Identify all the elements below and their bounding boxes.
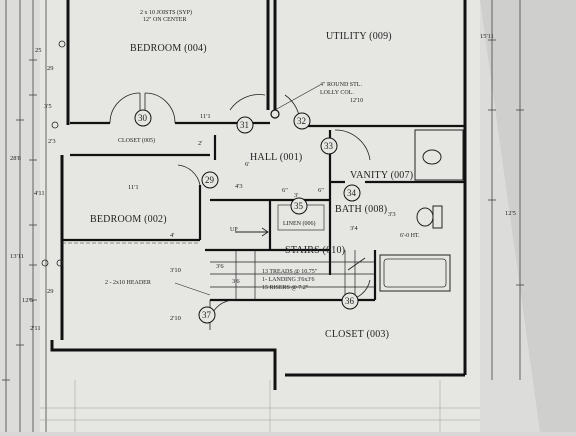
note-joists-2: 12" ON CENTER [143,17,186,23]
room-stairs-010: STAIRS (010) [285,245,345,256]
dim-3: 3' [294,192,298,199]
vanity-sink [422,149,442,165]
note-joists-1: 2 x 10 JOISTS (SYP) [140,9,192,16]
door-tags: 30 31 32 33 29 35 34 36 [134,109,361,324]
bathtub-basin [383,258,447,288]
dim-left-28-8: 28'8 [10,155,21,162]
dim-12-5: 12'5 [505,210,516,217]
door-tag-36-label: 36 [345,296,355,306]
dim-3-4: 3'4 [350,225,358,232]
toilet-tank [432,205,443,229]
note-stairs-risers: 15 RISERS @ 7.2" [262,285,309,291]
door-tag-29: 29 [201,171,219,189]
dim-2: 2' [198,140,202,147]
dim-left-3-5: 3'5 [44,103,52,110]
room-bedroom-002: BEDROOM (002) [90,214,167,225]
door-tag-32: 32 [293,112,311,130]
header-leader [174,282,211,296]
dim-11-1-a: 11'1 [200,113,211,120]
dim-6-inch-b: 6" [318,187,324,194]
dim-6-inch-a: 6" [282,187,288,194]
door-tag-30-label: 30 [138,113,148,123]
room-closet-005: CLOSET (005) [118,137,155,144]
dim-left-29-b: 29 [47,288,54,295]
door-tag-36: 36 [341,292,359,310]
bathtub [379,254,451,292]
dim-3-10: 3'10 [170,267,181,274]
dim-3-6-a: 3'6 [216,263,224,270]
dim-left-25: 25 [35,47,42,54]
dim-left-13-11: 13'11 [10,253,24,260]
dim-4-3: 4'3 [235,183,243,190]
dim-15-11: 15'11 [480,33,494,40]
door-tag-29-label: 29 [205,175,215,185]
note-stairs-treads: 13 TREADS @ 10.75" [262,269,318,275]
dim-left-12-5: 12'5 [22,297,33,304]
door-tag-34-label: 34 [347,188,357,198]
door-tag-37-label: 37 [202,310,212,320]
door-tag-31: 31 [236,116,254,134]
right-dimension-lines [488,0,524,380]
room-bedroom-004: BEDROOM (004) [130,43,207,54]
dim-2-10: 2'10 [170,315,181,322]
room-utility-009: UTILITY (009) [326,31,392,42]
door-tag-30: 30 [134,109,152,127]
left-dimension-lines [2,0,47,432]
dim-3-6-b: 3'6 [232,278,240,285]
door-tag-33: 33 [320,137,338,155]
room-hall-001: HALL (001) [250,152,302,163]
paper-sheet [40,0,480,432]
note-header: 2 - 2x10 HEADER [105,280,151,286]
note-lolly-2: LOLLY COL. [320,90,354,96]
dim-6: 6' [245,161,249,168]
stair-arrow [235,227,366,271]
drafting-guides [40,380,480,432]
dim-left-2-11: 2'11 [30,325,41,332]
door-tag-32-label: 32 [297,116,306,126]
exterior-walls [50,0,467,390]
dim-4: 4' [170,232,174,239]
note-height: 6'-0 HT. [400,233,420,239]
dim-left-29-a: 29 [47,65,54,72]
vanity-counter [414,129,464,181]
door-tag-35: 35 [290,197,308,215]
room-closet-003: CLOSET (003) [325,329,389,340]
note-lolly-dim: 12'10 [350,98,363,104]
door-tag-34: 34 [343,184,361,202]
note-stairs-landing: 1- LANDING 3'6x3'6 [262,277,315,283]
note-up: UP [230,227,238,233]
dim-11-1-b: 11'1 [128,184,139,191]
dim-3-3: 3'3 [388,211,396,218]
door-tag-33-label: 33 [324,141,334,151]
wall-markers [41,40,66,267]
dim-left-2-3: 2'3 [48,138,56,145]
room-vanity-007: VANITY (007) [350,170,413,181]
door-tag-35-label: 35 [294,201,304,211]
lolly-leader [274,84,321,111]
stair-treads [210,250,375,300]
door-tag-31-label: 31 [240,120,249,130]
room-linen-006: LINEN (006) [283,220,316,227]
paper-shadow [480,0,576,432]
room-bath-008: BATH (008) [335,204,387,215]
door-tag-37: 37 [198,306,216,324]
dim-left-4-11: 4'11 [34,190,45,197]
note-lolly-1: 4" ROUND STL. [320,82,362,88]
